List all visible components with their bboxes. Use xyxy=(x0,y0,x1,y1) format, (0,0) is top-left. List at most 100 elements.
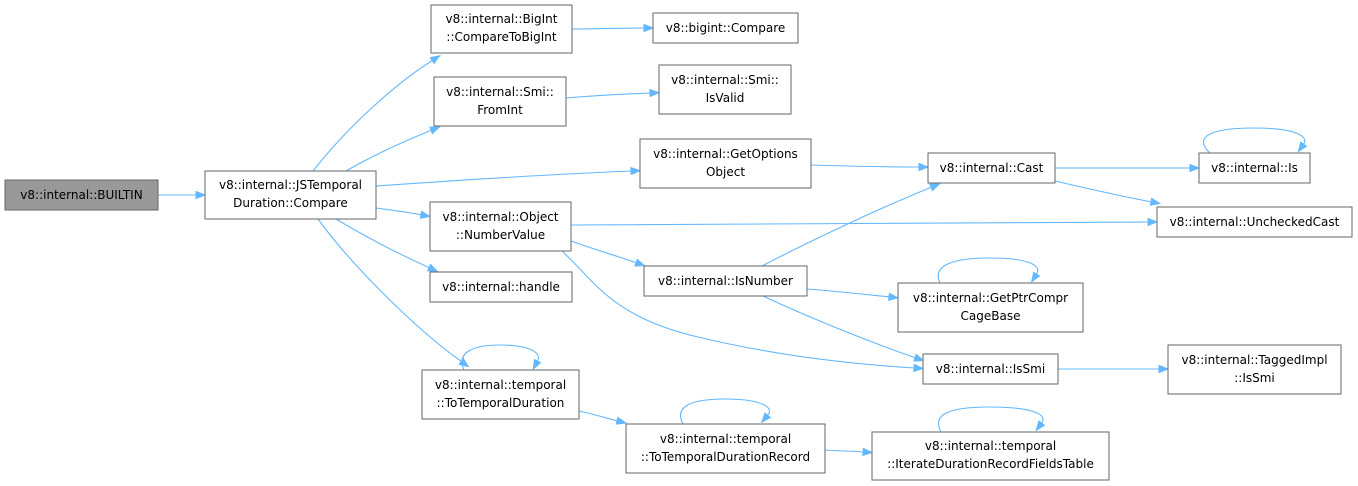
node-tagged-impl-is-smi-label-line2: ::IsSmi xyxy=(1234,371,1275,385)
node-bigint-compare-to-bigint[interactable]: v8::internal::BigInt ::CompareToBigInt xyxy=(430,4,573,54)
edge-is-smi-to-tagged-impl-is-smi-arrowhead xyxy=(1158,364,1170,374)
node-bigint-compare-to-bigint-label-line1: v8::internal::BigInt xyxy=(446,12,558,26)
node-tagged-impl-is-smi[interactable]: v8::internal::TaggedImpl ::IsSmi xyxy=(1167,344,1342,395)
node-is-smi-label: v8::internal::IsSmi xyxy=(936,362,1045,376)
node-iterate-duration-record-fields-table-label-line1: v8::internal::temporal xyxy=(925,439,1056,453)
node-object-number-value[interactable]: v8::internal::Object ::NumberValue xyxy=(429,201,572,252)
edge-object-number-value-to-unchecked-cast-arrowhead xyxy=(1147,217,1159,227)
edge-jstemporal-compare-to-handle xyxy=(335,218,431,269)
edge-to-temporal-duration-to-to-temporal-duration-record xyxy=(578,410,619,422)
node-get-options-object-label-line2: Object xyxy=(706,165,745,179)
node-unchecked-cast[interactable]: v8::internal::UncheckedCast xyxy=(1156,206,1353,238)
edge-get-ptr-compr-cage-base-to-get-ptr-compr-cage-base-arrowhead xyxy=(1030,271,1041,283)
node-bigint-compare-label: v8::bigint::Compare xyxy=(666,21,786,35)
edge-smi-fromint-to-smi-isvalid-arrowhead xyxy=(649,88,661,98)
edge-jstemporal-compare-to-to-temporal-duration-arrowhead xyxy=(458,357,470,368)
edge-bigint-compare-to-bigint-to-bigint-compare-arrowhead xyxy=(643,23,655,33)
edge-jstemporal-compare-to-smi-fromint xyxy=(345,129,433,172)
edge-object-number-value-to-is-smi xyxy=(561,250,916,369)
edge-jstemporal-compare-to-bigint-compare-to-bigint-arrowhead xyxy=(429,54,441,65)
node-bigint-compare[interactable]: v8::bigint::Compare xyxy=(652,12,799,44)
edge-is-number-to-get-ptr-compr-cage-base-arrowhead xyxy=(888,292,900,302)
edge-smi-fromint-to-smi-isvalid xyxy=(565,92,652,99)
edge-jstemporal-compare-to-get-options-object xyxy=(375,170,633,187)
edge-get-ptr-compr-cage-base-to-get-ptr-compr-cage-base xyxy=(937,257,1039,284)
edge-jstemporal-compare-to-object-number-value-arrowhead xyxy=(419,210,432,219)
node-is-label: v8::internal::Is xyxy=(1211,161,1298,175)
edge-to-temporal-duration-record-to-iterate-duration-record-fields-table-arrowhead xyxy=(862,447,874,457)
node-is[interactable]: v8::internal::Is xyxy=(1198,152,1311,184)
edge-jstemporal-compare-to-smi-fromint-arrowhead xyxy=(429,126,441,135)
node-builtin[interactable]: v8::internal::BUILTIN xyxy=(4,179,159,211)
edge-to-temporal-duration-record-to-iterate-duration-record-fields-table xyxy=(824,449,865,453)
edge-is-number-to-is-smi-arrowhead xyxy=(913,353,925,362)
edge-to-temporal-duration-to-to-temporal-duration-arrowhead xyxy=(532,358,542,371)
node-smi-fromint-label-line1: v8::internal::Smi:: xyxy=(446,85,554,99)
edge-to-temporal-duration-record-to-to-temporal-duration-record-arrowhead xyxy=(760,412,772,424)
edge-to-temporal-duration-record-to-to-temporal-duration-record xyxy=(680,398,770,425)
node-to-temporal-duration-record-label-line2: ::ToTemporalDurationRecord xyxy=(641,450,810,464)
edge-iterate-duration-record-fields-table-to-iterate-duration-record-fields-table xyxy=(938,406,1044,433)
edge-jstemporal-compare-to-handle-arrowhead xyxy=(426,263,439,272)
edge-builtin-to-jstemporal-compare-arrowhead xyxy=(195,190,207,200)
node-iterate-duration-record-fields-table[interactable]: v8::internal::temporal ::IterateDuration… xyxy=(871,431,1110,481)
node-to-temporal-duration-record[interactable]: v8::internal::temporal ::ToTemporalDurat… xyxy=(625,423,826,474)
edge-iterate-duration-record-fields-table-to-iterate-duration-record-fields-table-arrowhead xyxy=(1035,420,1046,432)
edge-is-to-is-arrowhead xyxy=(1297,141,1308,153)
node-object-number-value-label-line2: ::NumberValue xyxy=(456,228,545,242)
edge-object-number-value-to-is-number xyxy=(570,240,638,264)
node-get-ptr-compr-cage-base[interactable]: v8::internal::GetPtrCompr CageBase xyxy=(897,282,1084,333)
node-tagged-impl-is-smi-label-line1: v8::internal::TaggedImpl xyxy=(1181,353,1327,367)
edge-get-options-object-to-cast-arrowhead xyxy=(918,162,930,172)
node-get-ptr-compr-cage-base-label-line2: CageBase xyxy=(961,309,1021,323)
nodes-layer: v8::internal::BUILTIN v8::internal::JSTe… xyxy=(4,4,1353,481)
node-smi-isvalid-label-line2: IsValid xyxy=(706,91,745,105)
node-handle[interactable]: v8::internal::handle xyxy=(429,271,573,303)
node-get-options-object-label-line1: v8::internal::GetOptions xyxy=(653,147,798,161)
node-jstemporal-compare-label-line1: v8::internal::JSTemporal xyxy=(219,178,362,192)
edge-bigint-compare-to-bigint-to-bigint-compare xyxy=(571,27,646,30)
edge-object-number-value-to-is-number-arrowhead xyxy=(634,258,646,267)
node-smi-fromint[interactable]: v8::internal::Smi:: FromInt xyxy=(433,76,567,127)
edge-cast-to-unchecked-cast xyxy=(1054,180,1153,203)
node-cast[interactable]: v8::internal::Cast xyxy=(927,152,1056,184)
node-smi-fromint-label-line2: FromInt xyxy=(477,103,523,117)
node-to-temporal-duration[interactable]: v8::internal::temporal ::ToTemporalDurat… xyxy=(421,369,580,420)
edge-is-number-to-get-ptr-compr-cage-base xyxy=(806,288,891,298)
edge-jstemporal-compare-to-object-number-value xyxy=(375,207,423,216)
node-cast-label: v8::internal::Cast xyxy=(940,161,1044,175)
edge-is-number-to-is-smi xyxy=(762,295,917,359)
edge-cast-to-unchecked-cast-arrowhead xyxy=(1149,197,1162,206)
node-to-temporal-duration-label-line2: ::ToTemporalDuration xyxy=(437,396,565,410)
edge-jstemporal-compare-to-get-options-object-arrowhead xyxy=(630,166,642,176)
edges-layer xyxy=(158,23,1308,457)
node-get-options-object[interactable]: v8::internal::GetOptions Object xyxy=(639,138,812,189)
node-jstemporal-compare[interactable]: v8::internal::JSTemporal Duration::Compa… xyxy=(204,170,377,220)
node-smi-isvalid-label-line1: v8::internal::Smi:: xyxy=(671,73,779,87)
node-to-temporal-duration-label-line1: v8::internal::temporal xyxy=(435,378,566,392)
node-unchecked-cast-label: v8::internal::UncheckedCast xyxy=(1170,215,1340,229)
node-is-number[interactable]: v8::internal::IsNumber xyxy=(643,265,808,297)
edge-is-number-to-cast-arrowhead xyxy=(929,183,941,192)
node-handle-label: v8::internal::handle xyxy=(442,280,560,294)
node-object-number-value-label-line1: v8::internal::Object xyxy=(442,210,558,224)
edge-object-number-value-to-is-smi-arrowhead xyxy=(913,363,925,373)
node-builtin-label: v8::internal::BUILTIN xyxy=(20,188,142,202)
edge-to-temporal-duration-to-to-temporal-duration xyxy=(461,344,539,371)
edge-jstemporal-compare-to-bigint-compare-to-bigint xyxy=(312,59,434,172)
edge-jstemporal-compare-to-to-temporal-duration xyxy=(317,218,463,363)
node-to-temporal-duration-record-label-line1: v8::internal::temporal xyxy=(660,432,791,446)
edge-object-number-value-to-unchecked-cast xyxy=(570,221,1150,226)
edge-cast-to-is-arrowhead xyxy=(1189,163,1201,173)
node-get-ptr-compr-cage-base-label-line1: v8::internal::GetPtrCompr xyxy=(913,291,1068,305)
edge-is-number-to-cast xyxy=(761,186,933,267)
node-iterate-duration-record-fields-table-label-line2: ::IterateDurationRecordFieldsTable xyxy=(887,457,1094,471)
edge-to-temporal-duration-to-to-temporal-duration-record-arrowhead xyxy=(615,416,628,425)
edge-is-to-is xyxy=(1203,127,1306,154)
node-is-smi[interactable]: v8::internal::IsSmi xyxy=(922,353,1059,385)
node-smi-isvalid[interactable]: v8::internal::Smi:: IsValid xyxy=(658,64,792,115)
node-jstemporal-compare-label-line2: Duration::Compare xyxy=(233,196,348,210)
edge-get-options-object-to-cast xyxy=(810,164,921,168)
node-bigint-compare-to-bigint-label-line2: ::CompareToBigInt xyxy=(446,30,556,44)
